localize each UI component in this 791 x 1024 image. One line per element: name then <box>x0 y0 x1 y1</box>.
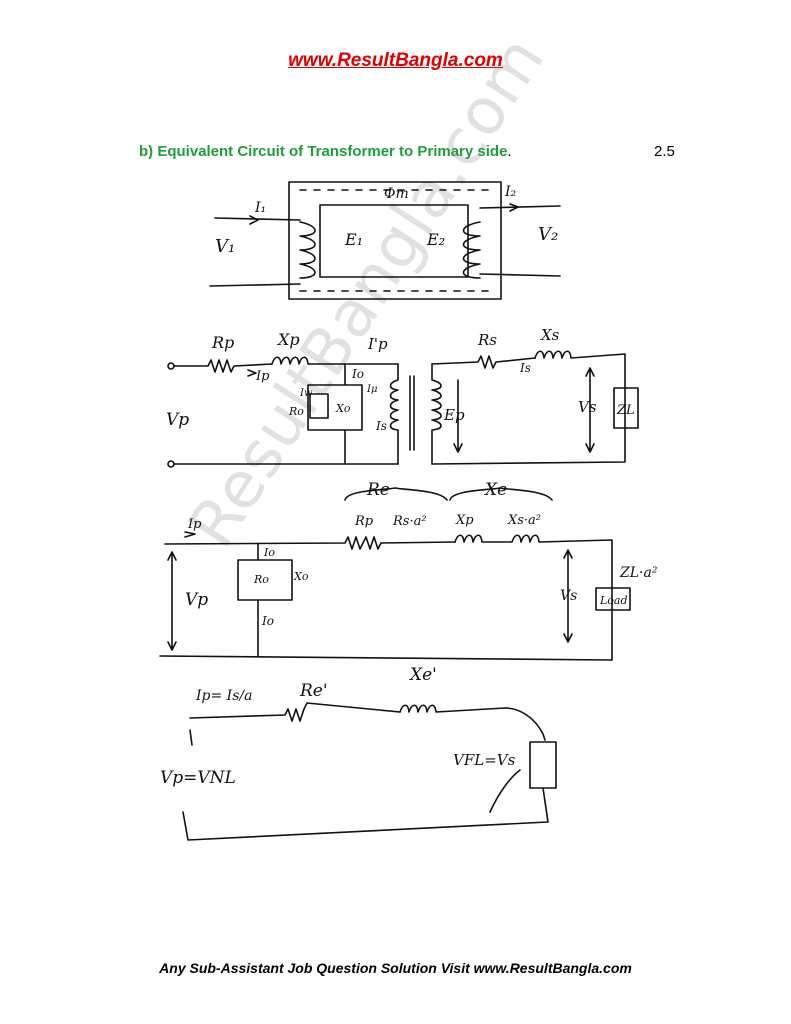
ideal-primary-coil <box>389 363 399 465</box>
zla-label: ZL·a² <box>619 565 658 581</box>
primary-coil <box>299 221 316 279</box>
rs-resistor <box>431 355 536 369</box>
vp-arrow-referred <box>167 551 177 651</box>
core-outer <box>288 181 502 300</box>
simplified-equivalent-circuit: Ip= Is/a Re' Xe' Vp=VNL VFL=Vs <box>160 665 557 841</box>
ip-arrow-lead <box>189 729 193 746</box>
i1-label: I₁ <box>254 200 266 216</box>
vs-arrow <box>585 367 595 453</box>
vs-label: Vs <box>578 398 597 416</box>
load-box-simplified <box>529 741 557 789</box>
question-title-period: . <box>507 143 512 160</box>
vp-label: Vp <box>166 410 189 430</box>
full-equivalent-circuit: Rp Xp I'p Ip Io Iw Iμ Ro Xo Is Ep Vp Rs … <box>166 326 639 468</box>
ep-label: Ep <box>443 406 465 424</box>
ip-arrow <box>247 369 257 377</box>
ro-box <box>309 393 329 419</box>
i1-arrow <box>249 215 259 225</box>
xe-prime-inductor <box>399 704 546 741</box>
vs-arrow-referred <box>563 549 573 643</box>
re-prime-label: Re' <box>299 681 328 701</box>
is-label-primary: Is <box>375 419 387 433</box>
terminal-top <box>167 362 175 370</box>
header-site-link[interactable]: www.ResultBangla.com <box>288 50 503 71</box>
xs-inductor-and-loop <box>431 350 626 465</box>
re-brace <box>344 487 448 501</box>
ep-arrow <box>453 379 463 453</box>
phi-label: Φm <box>384 186 409 202</box>
ip-prime-label: I'p <box>367 335 388 353</box>
xsa-label: Xs·a² <box>507 513 541 528</box>
terminal-bottom <box>167 460 175 468</box>
xe-inductors-and-loop <box>159 534 613 661</box>
e1-label: E₁ <box>344 230 363 249</box>
rs-label: Rs <box>477 331 497 349</box>
core-inner <box>319 204 469 278</box>
question-title-text: b) Equivalent Circuit of Transformer to … <box>139 143 508 160</box>
zl-box <box>613 387 639 429</box>
io-label-top: Io <box>263 546 275 559</box>
load-label: Load <box>599 594 628 607</box>
vp-vnl-label: Vp=VNL <box>160 768 236 788</box>
xp-label: Xp <box>276 330 300 349</box>
xe-brace <box>449 487 553 501</box>
iw-label: Iw <box>299 388 313 399</box>
ro-label: Ro <box>288 405 304 418</box>
re-prime-resistor <box>189 702 401 722</box>
ideal-core <box>409 375 415 451</box>
flux-path <box>299 189 491 292</box>
is-label-secondary: Is <box>519 361 531 375</box>
shunt-branch <box>307 363 363 465</box>
xe-label: Xe <box>483 480 507 500</box>
re-label: Re <box>366 480 390 500</box>
xo-label: Xo <box>335 402 351 415</box>
ip-label-referred: Ip <box>187 517 202 532</box>
ideal-secondary-coil <box>431 363 442 465</box>
e2-label: E₂ <box>426 230 445 249</box>
rp-label-referred: Rp <box>354 514 374 529</box>
xe-prime-label: Xe' <box>408 665 437 685</box>
referred-equivalent-circuit: Re Xe Rp Rs·a² Xp Xs·a² Ip Io Ro Xo Io V… <box>159 480 658 661</box>
i2-arrow <box>509 203 519 212</box>
io-label-bottom: Io <box>261 614 274 628</box>
ip-arrow-referred <box>184 531 196 538</box>
i2-label: I₂ <box>504 184 517 200</box>
v1-label: V₁ <box>215 236 235 257</box>
vp-label-referred: Vp <box>185 590 208 610</box>
io-label: Io <box>351 367 364 381</box>
xo-label-referred: Xo <box>293 570 309 583</box>
bottom-wire-simplified <box>182 787 549 841</box>
rp-label: Rp <box>211 333 234 352</box>
re-resistors <box>164 536 456 550</box>
ip-label: Ip <box>255 369 270 384</box>
rsa-label: Rs·a² <box>392 514 427 529</box>
secondary-leads <box>479 205 561 277</box>
shunt-branch-referred <box>237 543 293 657</box>
footer-text: Any Sub-Assistant Job Question Solution … <box>159 960 632 976</box>
secondary-coil <box>462 221 481 279</box>
load-box <box>595 587 631 611</box>
ro-label-referred: Ro <box>253 573 269 586</box>
v2-label: V₂ <box>538 224 558 245</box>
rp-resistor <box>173 359 273 373</box>
vfl-label: VFL=Vs <box>453 751 516 769</box>
question-marks: 2.5 <box>654 143 675 160</box>
question-title: b) Equivalent Circuit of Transformer to … <box>139 143 512 160</box>
iu-label: Iμ <box>366 384 377 395</box>
transformer-core-diagram: Φm I₁ I₂ V₁ V₂ E₁ E₂ <box>209 181 561 300</box>
xp-inductor <box>271 356 399 365</box>
xs-label: Xs <box>540 326 560 344</box>
zl-label: ZL <box>616 403 635 418</box>
vfl-pointer <box>489 769 521 813</box>
xp-label-referred: Xp <box>455 513 474 528</box>
ip-eq-label: Ip= Is/a <box>195 688 252 704</box>
vs-label-referred: Vs <box>560 588 577 604</box>
